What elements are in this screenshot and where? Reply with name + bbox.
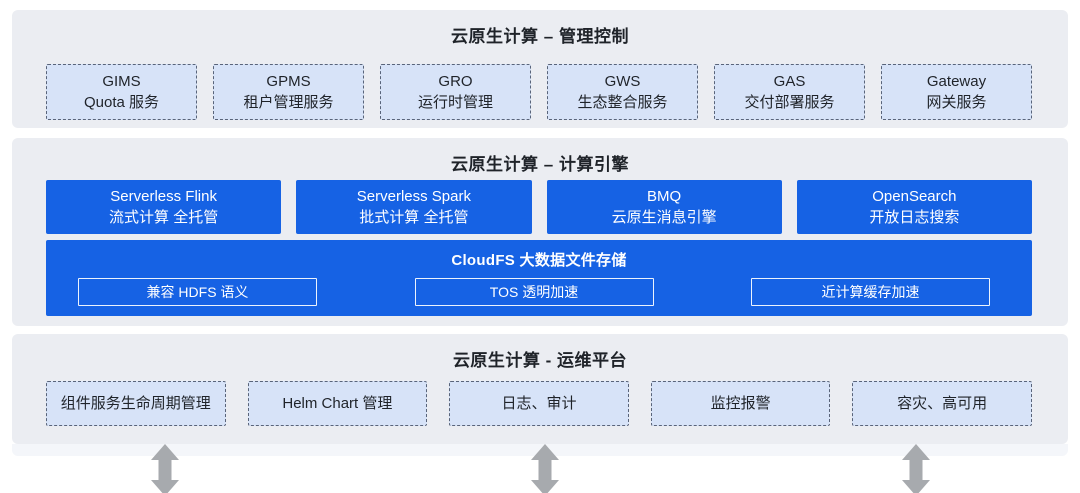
section-ops-platform: 云原生计算 - 运维平台 组件服务生命周期管理 Helm Chart 管理 日志…	[12, 334, 1068, 444]
updown-arrow-icon	[530, 444, 560, 493]
compute-engines-row: Serverless Flink 流式计算 全托管 Serverless Spa…	[46, 180, 1032, 234]
service-desc: 交付部署服务	[744, 94, 835, 111]
service-desc: 租户管理服务	[243, 94, 334, 111]
engine-name: OpenSearch	[872, 188, 957, 205]
section-compute-engine: 云原生计算 – 计算引擎 Serverless Flink 流式计算 全托管 S…	[12, 138, 1068, 326]
engine-box-opensearch: OpenSearch 开放日志搜索	[796, 180, 1032, 234]
engine-desc: 批式计算 全托管	[359, 209, 469, 226]
service-name: GRO	[438, 73, 473, 90]
engine-desc: 云原生消息引擎	[611, 209, 717, 226]
section-title: 云原生计算 – 计算引擎	[451, 155, 629, 174]
section-title: 云原生计算 - 运维平台	[452, 351, 628, 370]
updown-arrow-icon	[150, 444, 180, 493]
service-name: Gateway	[926, 73, 987, 90]
service-box-gims: GIMS Quota 服务	[46, 64, 197, 120]
ops-box-disaster-recovery: 容灾、高可用	[852, 381, 1032, 426]
service-name: GAS	[773, 73, 806, 90]
engine-box-serverless-spark: Serverless Spark 批式计算 全托管	[296, 180, 532, 234]
service-desc: 网关服务	[926, 94, 987, 111]
service-box-gpms: GPMS 租户管理服务	[213, 64, 364, 120]
service-desc: Quota 服务	[83, 94, 160, 111]
section-title: 云原生计算 – 管理控制	[451, 27, 629, 46]
cloudfs-title: CloudFS 大数据文件存储	[451, 252, 627, 269]
service-box-gas: GAS 交付部署服务	[714, 64, 865, 120]
engine-desc: 开放日志搜索	[869, 209, 960, 226]
engine-name: Serverless Flink	[110, 188, 217, 205]
cloudfs-features-row: 兼容 HDFS 语义 TOS 透明加速 近计算缓存加速	[78, 278, 990, 306]
cloudfs-feature-tos: TOS 透明加速	[414, 278, 654, 306]
service-desc: 生态整合服务	[577, 94, 668, 111]
service-name: GPMS	[266, 73, 311, 90]
cloudfs-panel: CloudFS 大数据文件存储 兼容 HDFS 语义 TOS 透明加速 近计算缓…	[46, 240, 1032, 316]
ops-box-log-audit: 日志、审计	[449, 381, 629, 426]
engine-desc: 流式计算 全托管	[109, 209, 219, 226]
cloudfs-feature-hdfs: 兼容 HDFS 语义	[78, 278, 317, 306]
management-services-row: GIMS Quota 服务 GPMS 租户管理服务 GRO 运行时管理 GWS …	[46, 64, 1032, 120]
ops-label: 日志、审计	[501, 395, 577, 412]
engine-box-serverless-flink: Serverless Flink 流式计算 全托管	[46, 180, 282, 234]
cloudfs-feature-cache: 近计算缓存加速	[751, 278, 990, 306]
ops-box-helm-chart: Helm Chart 管理	[247, 381, 428, 426]
engine-box-bmq: BMQ 云原生消息引擎	[546, 180, 782, 234]
ops-box-lifecycle: 组件服务生命周期管理	[46, 381, 226, 426]
ops-label: 容灾、高可用	[897, 395, 988, 412]
ops-label: 监控报警	[710, 395, 771, 412]
ops-label: 组件服务生命周期管理	[60, 395, 211, 412]
engine-name: Serverless Spark	[356, 188, 471, 205]
service-box-gro: GRO 运行时管理	[380, 64, 531, 120]
ops-box-monitoring: 监控报警	[650, 381, 831, 426]
service-box-gateway: Gateway 网关服务	[881, 64, 1032, 120]
service-box-gws: GWS 生态整合服务	[547, 64, 698, 120]
engine-name: BMQ	[647, 188, 682, 205]
service-desc: 运行时管理	[417, 94, 493, 111]
service-name: GWS	[604, 73, 641, 90]
ops-row: 组件服务生命周期管理 Helm Chart 管理 日志、审计 监控报警 容灾、高…	[46, 381, 1032, 426]
section-management-control: 云原生计算 – 管理控制 GIMS Quota 服务 GPMS 租户管理服务 G…	[12, 10, 1068, 128]
updown-arrow-icon	[901, 444, 931, 493]
service-name: GIMS	[102, 73, 141, 90]
ops-label: Helm Chart 管理	[282, 395, 393, 412]
